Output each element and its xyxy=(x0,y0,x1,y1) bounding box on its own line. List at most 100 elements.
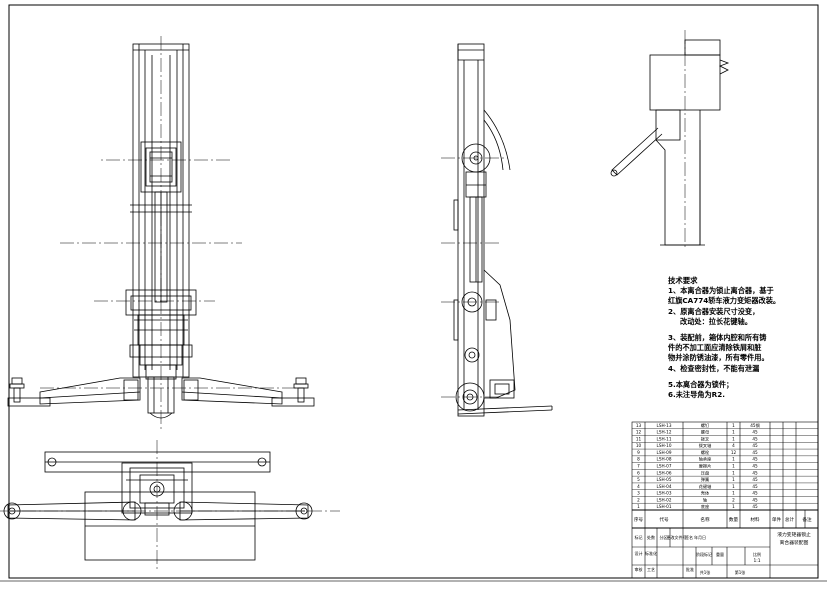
requirement-line: 改动处：拉长花键轴。 xyxy=(680,316,752,326)
parts-header: 材料 xyxy=(750,516,760,523)
parts-cell-no: 12 xyxy=(636,430,642,435)
parts-cell-qty: 1 xyxy=(732,504,735,509)
parts-cell-material: 45 xyxy=(752,443,758,448)
requirement-line: 4、检查密封性，不能有泄漏 xyxy=(668,363,760,373)
title-block-label: 更改文件号 xyxy=(667,534,687,540)
parts-cell-material: 45 xyxy=(752,477,758,482)
parts-cell-no: 11 xyxy=(636,436,642,441)
drawing-border xyxy=(8,4,819,579)
parts-cell-code: LSH-04 xyxy=(657,484,672,489)
parts-cell-code: LSH-06 xyxy=(657,470,672,475)
title-block-label: 标准化 xyxy=(645,550,657,556)
parts-cell-qty: 1 xyxy=(732,477,735,482)
sheet-number: 第1张 xyxy=(735,569,746,575)
parts-cell-material: 45 xyxy=(752,504,758,509)
title-block-label: 重量 xyxy=(716,551,724,557)
parts-cell-material: 45 xyxy=(752,430,758,435)
requirement-line: 红旗CA774轿车液力变矩器改装。 xyxy=(668,296,781,306)
parts-cell-qty: 1 xyxy=(732,463,735,468)
parts-cell-name: 弹簧 xyxy=(701,476,709,483)
parts-header: 序号 xyxy=(634,516,644,523)
parts-cell-no: 9 xyxy=(637,450,640,455)
parts-cell-material: 45 xyxy=(752,436,758,441)
side-view xyxy=(453,43,553,417)
parts-cell-no: 2 xyxy=(637,497,640,502)
parts-cell-qty: 4 xyxy=(732,443,735,448)
scale-value: 1:1 xyxy=(753,558,760,564)
drawing-title: 离合器装配图 xyxy=(780,539,809,546)
requirement-line: 物并涂防锈油漆，所有零件用。 xyxy=(668,353,769,363)
parts-header: 单件 xyxy=(772,516,782,523)
parts-cell-code: LSH-08 xyxy=(657,457,672,462)
parts-cell-material: 45 xyxy=(752,470,758,475)
requirement-line: 5.本离合器为锁件； xyxy=(668,379,734,389)
parts-cell-code: LSH-10 xyxy=(657,443,672,448)
parts-cell-code: LSH-01 xyxy=(657,504,672,509)
parts-cell-name: 拨叉轴 xyxy=(699,442,712,449)
technical-requirements: 技术要求 1、本离合器为锁止离合器，基于 红旗CA774轿车液力变矩器改装。 2… xyxy=(668,276,818,400)
parts-table-lines xyxy=(631,421,819,579)
top-view xyxy=(3,451,313,561)
parts-header: 名称 xyxy=(700,516,710,523)
technical-requirements-title: 技术要求 xyxy=(668,276,698,285)
requirement-line: 6.未注导角为R2. xyxy=(668,390,725,400)
parts-cell-code: LSH-13 xyxy=(657,423,672,428)
parts-cell-no: 4 xyxy=(637,484,640,489)
title-block-label: 工艺 xyxy=(647,567,655,572)
parts-cell-no: 1 xyxy=(637,504,640,509)
parts-cell-name: 轴承座 xyxy=(699,456,712,463)
parts-cell-name: 轴 xyxy=(703,496,707,503)
title-block-label: 设计 xyxy=(635,550,643,556)
parts-cell-no: 8 xyxy=(637,457,640,462)
parts-header: 代号 xyxy=(659,516,669,523)
title-block-label: 阶段标记 xyxy=(696,551,712,557)
parts-cell-material: 45 xyxy=(752,450,758,455)
parts-cell-no: 10 xyxy=(636,443,642,448)
parts-cell-qty: 1 xyxy=(732,423,735,428)
parts-cell-name: 螺母 xyxy=(701,429,709,436)
sheet-total: 共1张 xyxy=(700,569,711,575)
parts-cell-code: LSH-02 xyxy=(657,497,672,502)
parts-cell-material: 45 xyxy=(752,497,758,502)
parts-cell-name: 拨叉 xyxy=(701,435,710,442)
parts-cell-qty: 1 xyxy=(732,430,735,435)
title-block-label: 标记 xyxy=(635,534,643,540)
requirement-line: 2、原离合器安装尺寸没变， xyxy=(668,306,760,316)
center-lines xyxy=(0,30,686,572)
parts-cell-material: 45 xyxy=(752,484,758,489)
parts-header: 数量 xyxy=(729,516,739,523)
title-block-label: 分区 xyxy=(660,534,668,540)
parts-cell-no: 6 xyxy=(637,470,640,475)
parts-cell-name: 压盘 xyxy=(701,469,709,476)
parts-header: 总计 xyxy=(785,516,795,523)
parts-header: 备注 xyxy=(802,516,812,523)
parts-cell-qty: 1 xyxy=(732,457,735,462)
parts-cell-name: 花键轴 xyxy=(699,483,712,490)
title-block-label: 年月日 xyxy=(694,534,706,540)
drawing-title: 液力变矩器锁止 xyxy=(777,531,811,538)
parts-cell-name: 螺栓 xyxy=(701,449,710,456)
requirement-line: 1、本离合器为锁止离合器，基于 xyxy=(668,286,774,296)
parts-cell-qty: 2 xyxy=(732,497,735,502)
parts-cell-no: 7 xyxy=(637,463,640,468)
parts-cell-name: 摩擦片 xyxy=(699,462,712,469)
title-block-label: 批准 xyxy=(686,566,694,572)
parts-cell-name: 壳体 xyxy=(701,490,710,497)
title-block-label: 处数 xyxy=(647,534,655,540)
parts-cell-qty: 12 xyxy=(731,450,737,455)
title-block-label: 审核 xyxy=(635,566,643,572)
parts-cell-code: LSH-03 xyxy=(657,491,672,496)
parts-cell-qty: 1 xyxy=(732,491,735,496)
parts-cell-code: LSH-09 xyxy=(657,450,672,455)
parts-cell-code: LSH-05 xyxy=(657,477,672,482)
parts-cell-no: 5 xyxy=(637,477,640,482)
parts-cell-qty: 1 xyxy=(732,470,735,475)
parts-cell-code: LSH-12 xyxy=(657,430,672,435)
requirement-line: 件的不加工面应清除铁屑和脏 xyxy=(668,343,762,353)
title-block-label: 比例 xyxy=(753,551,761,557)
parts-cell-no: 3 xyxy=(637,491,640,496)
parts-cell-material: 45 xyxy=(752,457,758,462)
parts-cell-qty: 1 xyxy=(732,436,735,441)
